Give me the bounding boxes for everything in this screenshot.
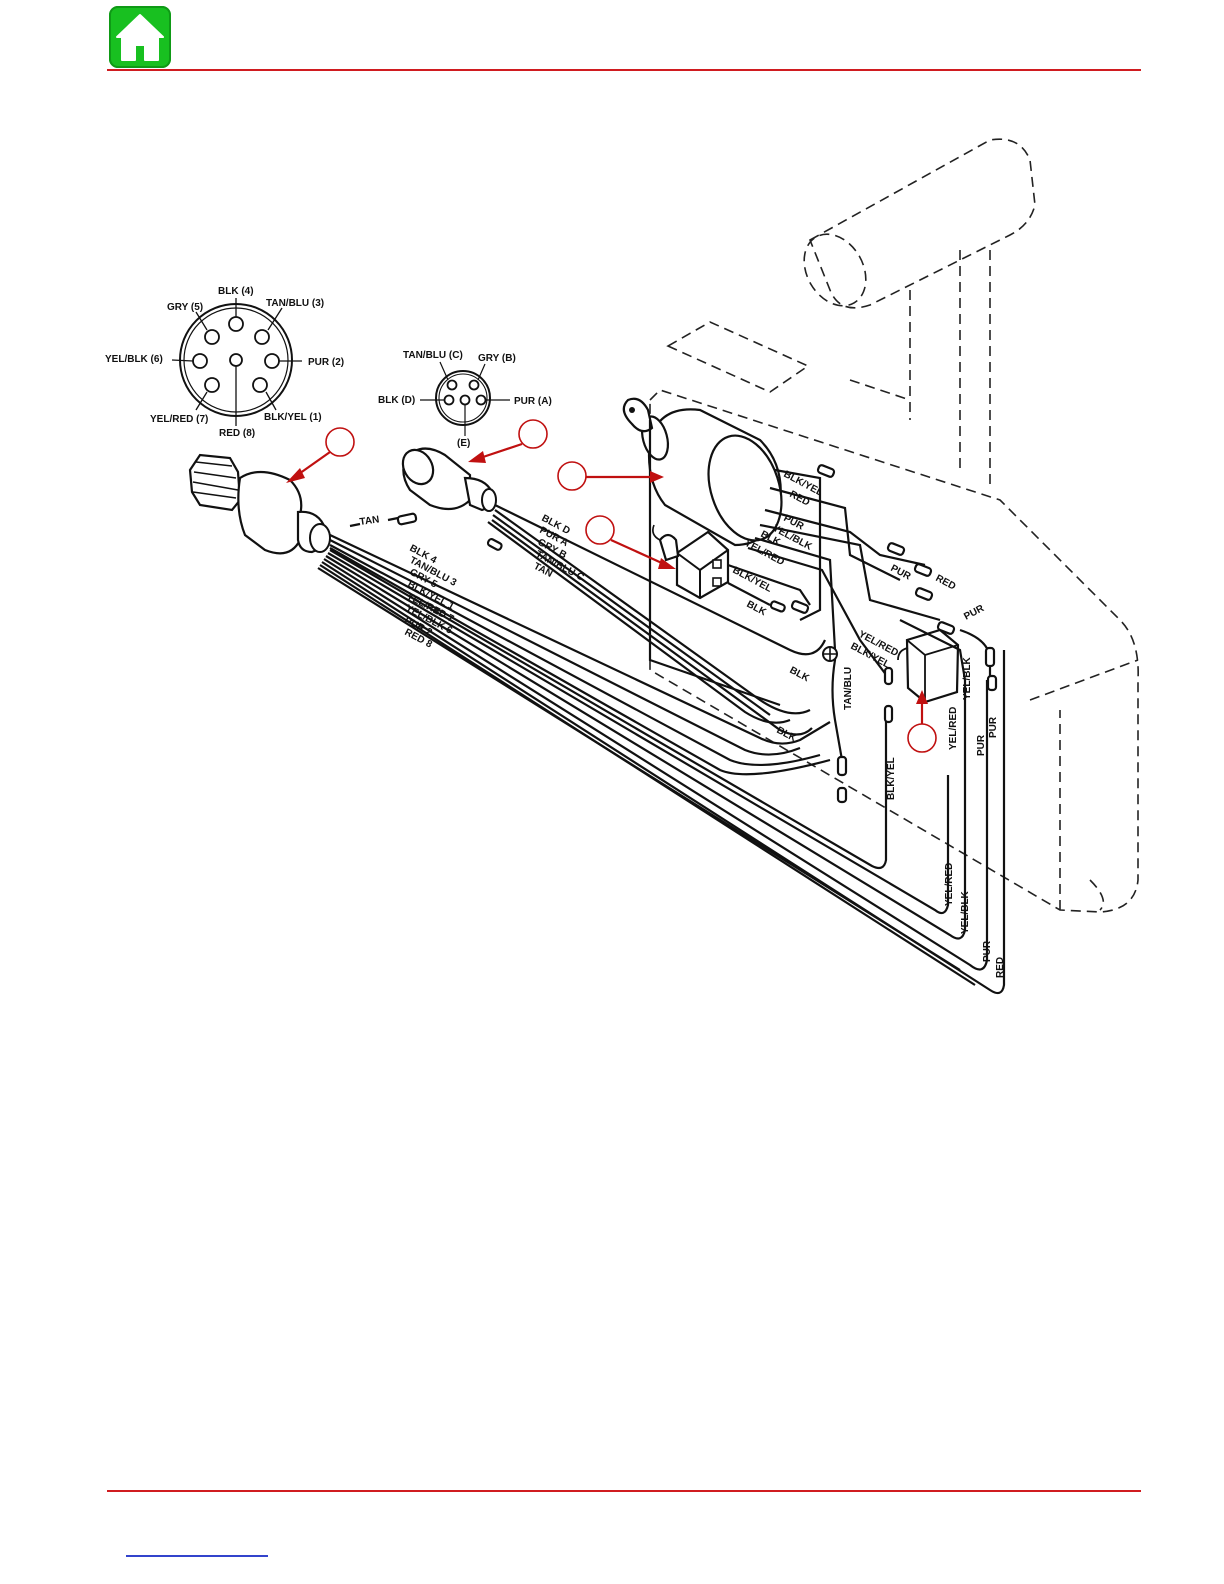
pin-4 — [228, 316, 244, 332]
pin-label-tanbluc: TAN/BLU (C) — [403, 350, 463, 361]
stop-switch-labels: BLK/YEL BLK — [731, 565, 774, 619]
pin-2 — [264, 353, 280, 369]
callout-2 — [468, 419, 548, 463]
callout-4 — [585, 515, 676, 569]
pin-label-blkyel1: BLK/YEL (1) — [264, 412, 322, 423]
pin-label-e: (E) — [457, 438, 470, 449]
callout-1 — [286, 427, 355, 483]
label-tanblu-vert: TAN/BLU — [843, 667, 854, 710]
pin-label-tanblu3: TAN/BLU (3) — [266, 298, 324, 309]
pin-3 — [254, 329, 270, 345]
label-yelblk-vert: YEL/BLK — [962, 656, 973, 700]
pin-label-yelblk6: YEL/BLK (6) — [105, 354, 163, 365]
stop-label-blkyel: BLK/YEL — [731, 565, 774, 595]
label-red: RED — [934, 573, 958, 593]
label-yelred-vert: YEL/RED — [948, 707, 959, 750]
harness-plug-8pin — [188, 453, 331, 555]
bottom-label-yelred: YEL/RED — [944, 863, 955, 906]
pin-a — [475, 394, 487, 406]
bottom-labels: YEL/RED YEL/BLK PUR RED — [944, 863, 1006, 978]
bullet-connectors — [396, 464, 998, 804]
harness-8pin-wire-bundle — [317, 534, 1006, 995]
pin-label-gryb: GRY (B) — [478, 353, 516, 364]
pin-label-blkd: BLK (D) — [378, 395, 415, 406]
callout-5 — [907, 690, 937, 753]
pin-label-yelred7: YEL/RED (7) — [150, 414, 208, 425]
pin-label-gry5: GRY (5) — [167, 302, 203, 313]
header-rule — [107, 69, 1141, 71]
connector-8pin-face: BLK (4) TAN/BLU (3) GRY (5) YEL/BLK (6) … — [105, 286, 344, 439]
label-pur-b: PUR — [962, 603, 986, 623]
label-blk-ground: BLK — [788, 665, 812, 685]
harness-5pin-labels: BLK D PUR A GRY B TAN/BLU C TAN TAN — [349, 513, 586, 584]
stop-switch — [652, 524, 730, 600]
footer-rule — [107, 1490, 1141, 1492]
connector-5pin-face: TAN/BLU (C) GRY (B) BLK (D) PUR (A) (E) — [378, 350, 552, 449]
home-button[interactable] — [109, 6, 171, 68]
harness-8pin-labels: BLK 4 TAN/BLU 3 GRY 5 BLK/YEL 1 YEL/RED … — [403, 543, 459, 651]
pin-label-blk4: BLK (4) — [218, 286, 254, 297]
bottom-label-pur: PUR — [982, 940, 993, 962]
pin-d — [443, 394, 455, 406]
callout-3 — [557, 461, 664, 491]
pin-label-red8: RED (8) — [219, 428, 255, 439]
pin-5 — [204, 329, 220, 345]
pin-label-pura: PUR (A) — [514, 396, 552, 407]
pin-8 — [229, 353, 243, 367]
pin-e — [459, 394, 471, 406]
label-blkyel-vert: BLK/YEL — [886, 757, 897, 800]
harness-5pin-wire-bundle — [487, 504, 827, 736]
control-handle — [803, 138, 1036, 309]
home-icon — [116, 14, 164, 61]
label-pur-vert-a: PUR — [976, 734, 987, 756]
stop-switch-leads — [727, 563, 811, 606]
trim-module — [897, 628, 960, 704]
key-switch — [622, 397, 783, 547]
bottom-label-yelblk: YEL/BLK — [960, 890, 971, 934]
pin-b — [468, 379, 480, 391]
pin-1 — [252, 377, 268, 393]
control-housing — [649, 250, 1139, 913]
footer-link[interactable] — [126, 1555, 268, 1557]
pin-c — [446, 379, 458, 391]
key-switch-leads — [648, 420, 941, 761]
pin-label-pur2: PUR (2) — [308, 357, 344, 368]
pin-7 — [204, 377, 220, 393]
lever-plate — [666, 321, 810, 393]
pin-6 — [192, 353, 208, 369]
label-pur-a: PUR — [889, 563, 913, 583]
bottom-label-red: RED — [995, 957, 1006, 978]
tan-lead-label: TAN — [359, 514, 380, 528]
label-pur-vert-b: PUR — [988, 716, 999, 738]
harness-plug-5pin — [401, 447, 497, 512]
